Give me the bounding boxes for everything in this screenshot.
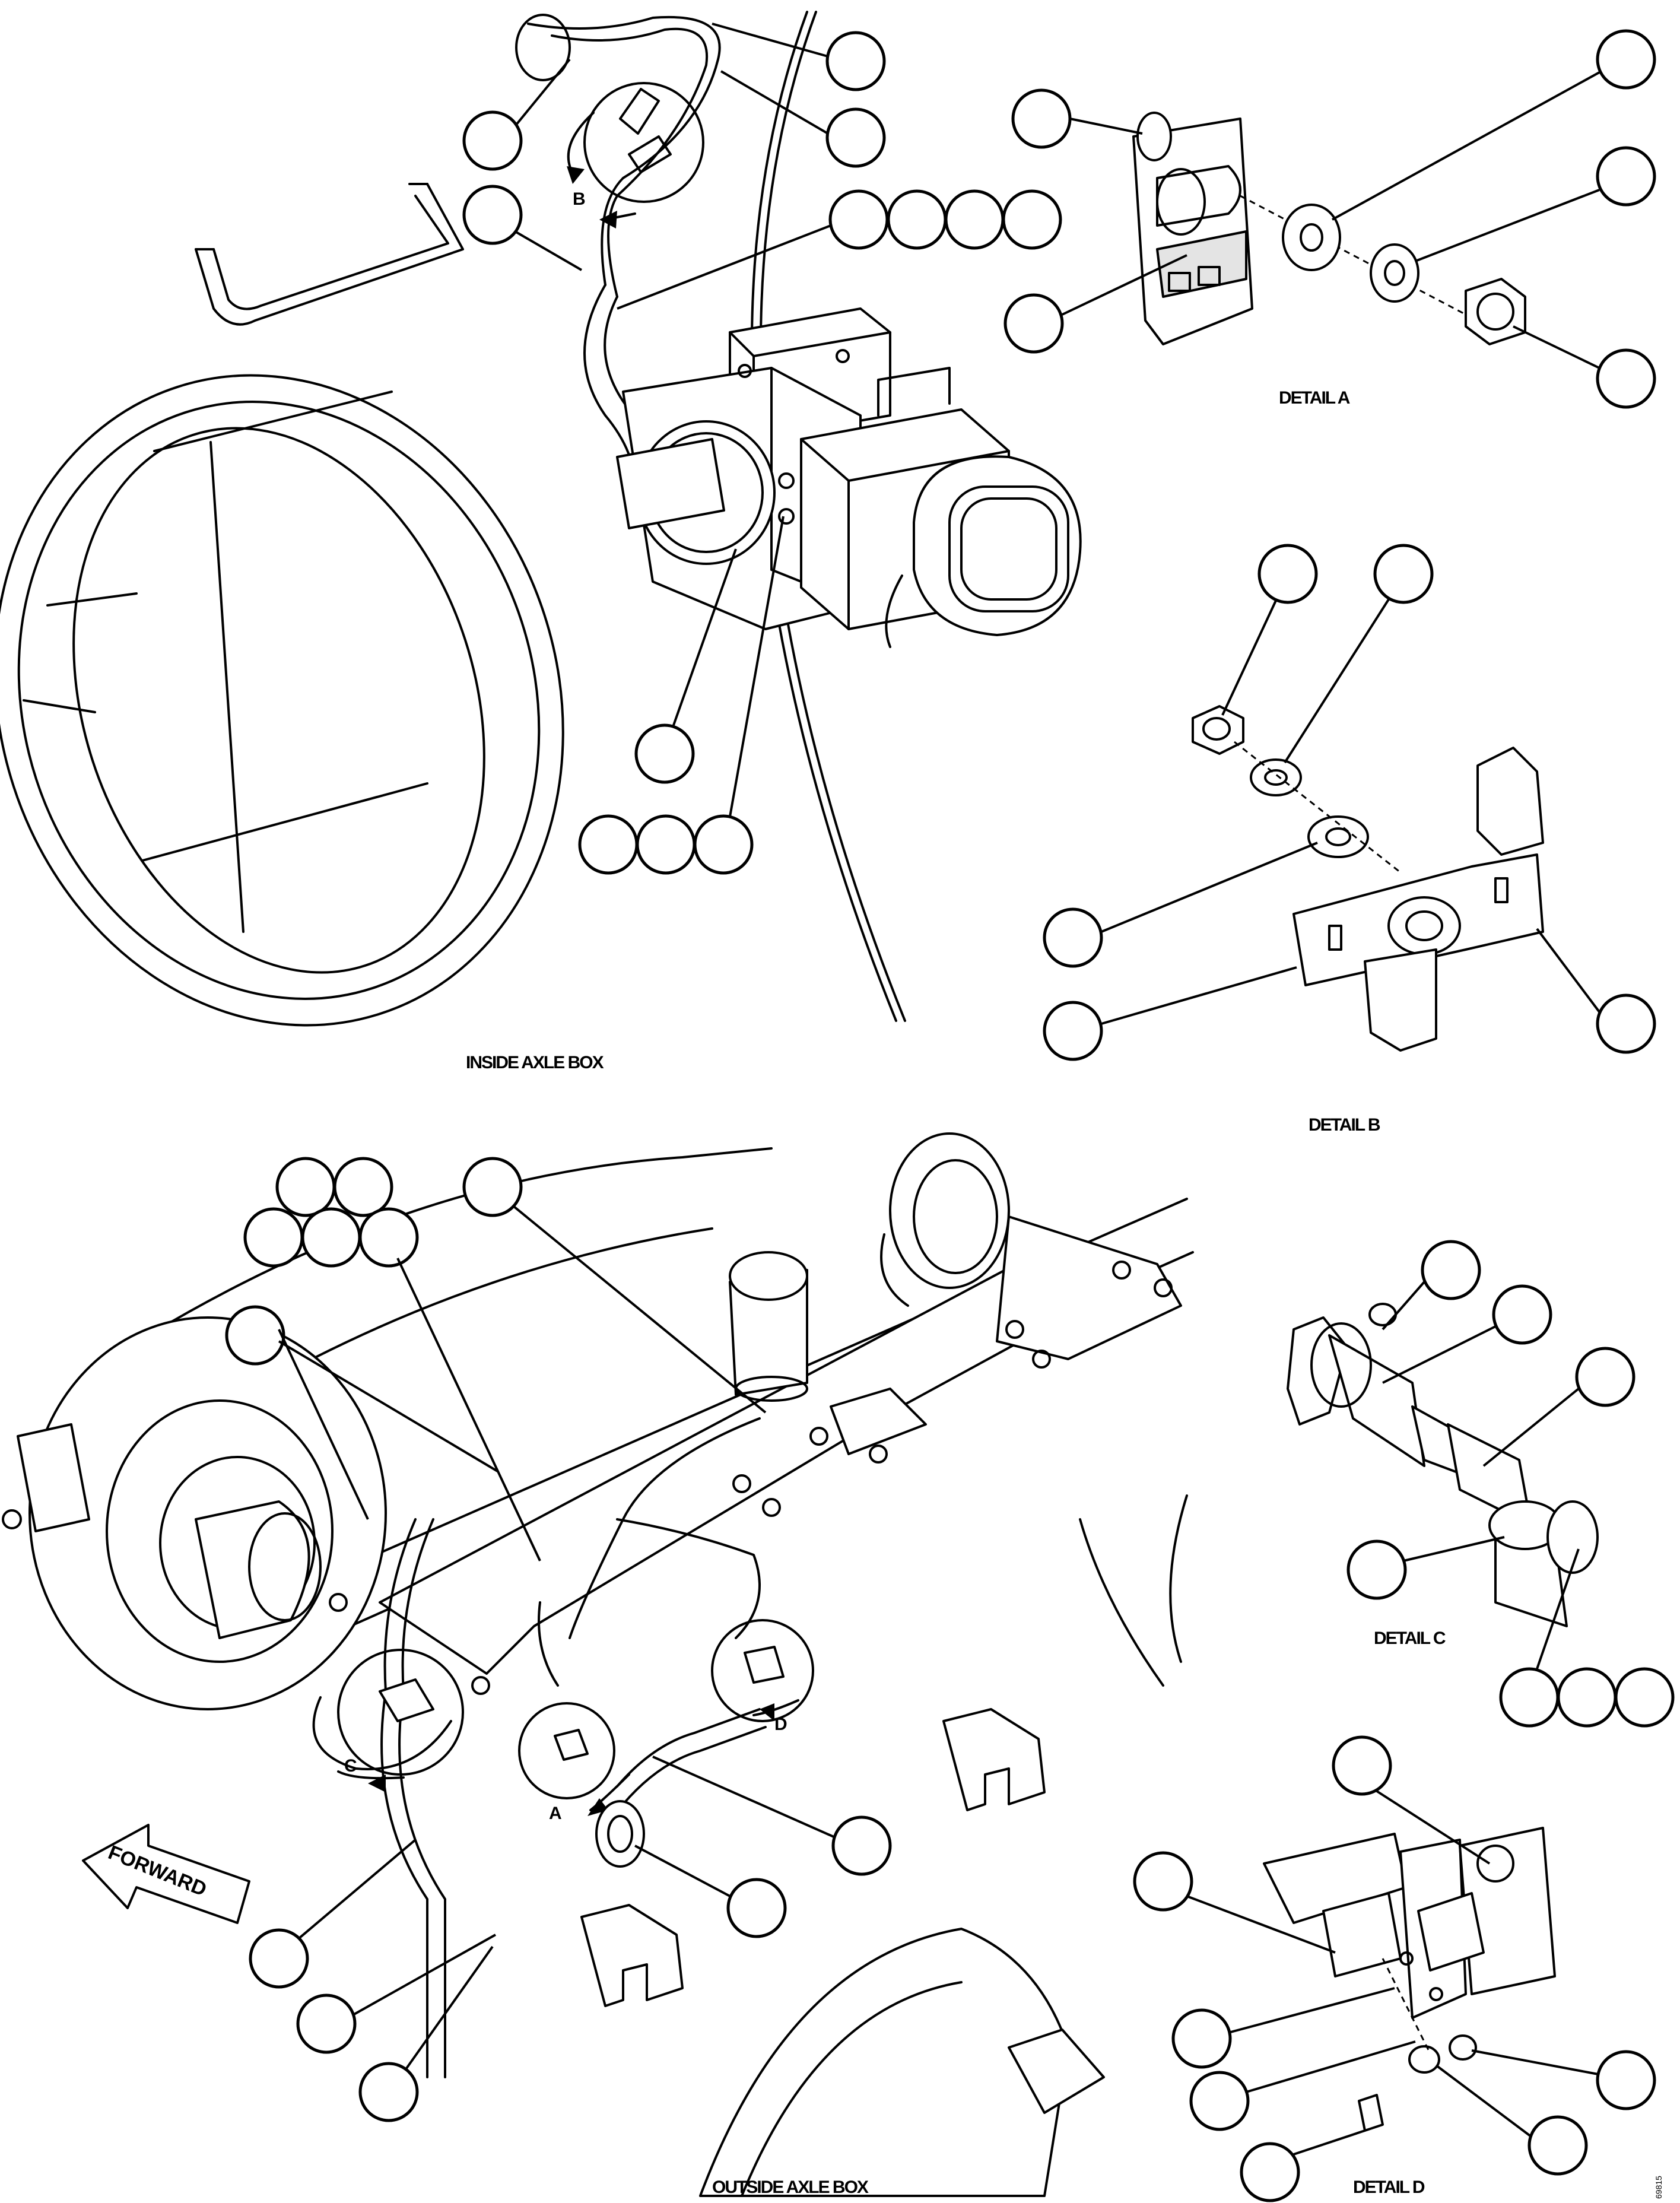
detail-c-caption: DETAIL C [1374, 1629, 1446, 1648]
item-bubble [1002, 189, 1062, 250]
detail-a-callout-circle [518, 1702, 615, 1799]
outside-axle-box-view: C A D FORWARD [2, 1132, 1194, 2197]
item-bubble [1011, 88, 1072, 149]
item-bubble [825, 31, 886, 91]
detail-a-marker: A [549, 1804, 562, 1823]
item-bubble [275, 1157, 336, 1217]
detail-d-caption: DETAIL D [1353, 2177, 1425, 2197]
item-bubble [693, 814, 754, 875]
detail-b-callout-circle [583, 82, 704, 203]
item-bubble [1171, 2008, 1232, 2069]
detail-d-marker: D [774, 1715, 787, 1734]
item-bubble [1421, 1240, 1481, 1300]
item-bubble [636, 814, 696, 875]
item-bubble [462, 110, 523, 171]
item-bubble [887, 189, 947, 250]
item-bubble [358, 2062, 419, 2122]
forward-arrow: FORWARD [82, 1824, 250, 1924]
item-bubble [1575, 1347, 1635, 1407]
item-bubble [1557, 1667, 1617, 1728]
item-bubble [634, 723, 695, 784]
air-cylinder [729, 1251, 808, 1402]
item-bubble [825, 107, 886, 168]
detail-a-caption: DETAIL A [1279, 388, 1350, 408]
item-bubble [1003, 293, 1064, 354]
item-bubble [1373, 544, 1434, 604]
axle-hub [2, 1316, 387, 1710]
item-bubble [1596, 2050, 1656, 2110]
item-bubble [1043, 907, 1103, 968]
item-bubble [1133, 1851, 1193, 1912]
item-bubble [1043, 1001, 1103, 1061]
item-bubble [462, 1157, 523, 1217]
item-bubble [1189, 2071, 1250, 2131]
item-bubble [578, 814, 639, 875]
axle-box-ring [0, 374, 564, 1027]
item-bubble [1596, 29, 1656, 90]
item-bubble [1596, 348, 1656, 409]
item-bubble [1257, 544, 1318, 604]
light-assembly [616, 307, 1082, 648]
item-bubble [462, 185, 523, 245]
item-bubble [1332, 1735, 1392, 1796]
detail-b-marker: B [573, 189, 586, 209]
item-bubble [1614, 1667, 1675, 1728]
item-bubble [1527, 2115, 1588, 2176]
item-bubble [726, 1878, 787, 1938]
detail-c-view: DETAIL C [1287, 1240, 1675, 1728]
item-bubble [831, 1815, 892, 1876]
detail-c-callout-circle [337, 1649, 464, 1776]
item-bubble [944, 189, 1005, 250]
figure-code: 69815 [1654, 2176, 1663, 2199]
item-bubble [301, 1207, 361, 1268]
item-bubble [358, 1207, 419, 1268]
detail-d-view: DETAIL D [1133, 1735, 1656, 2202]
hook-bar [195, 183, 464, 326]
detail-c-marker: C [344, 1756, 357, 1776]
detail-b-caption: DETAIL B [1309, 1115, 1380, 1135]
item-bubble [225, 1305, 285, 1366]
item-bubble [1499, 1667, 1560, 1728]
item-bubble [1492, 1284, 1552, 1345]
detail-b-view: DETAIL B [1043, 544, 1656, 1135]
item-bubble [249, 1928, 309, 1989]
item-bubble [333, 1157, 393, 1217]
item-bubble [1240, 2142, 1300, 2202]
item-bubble [296, 1994, 357, 2054]
detail-a-view: DETAIL A [1003, 29, 1656, 409]
item-bubble [1596, 146, 1656, 207]
item-bubble [1596, 993, 1656, 1054]
inside-axle-box-caption: INSIDE AXLE BOX [466, 1053, 604, 1072]
inside-axle-box-view: B [0, 11, 1082, 1072]
item-bubble [1346, 1539, 1407, 1600]
item-bubble [243, 1207, 304, 1268]
detail-d-callout-circle [711, 1619, 814, 1722]
outside-axle-box-caption: OUTSIDE AXLE BOX [712, 2177, 869, 2197]
item-bubble [828, 189, 889, 250]
